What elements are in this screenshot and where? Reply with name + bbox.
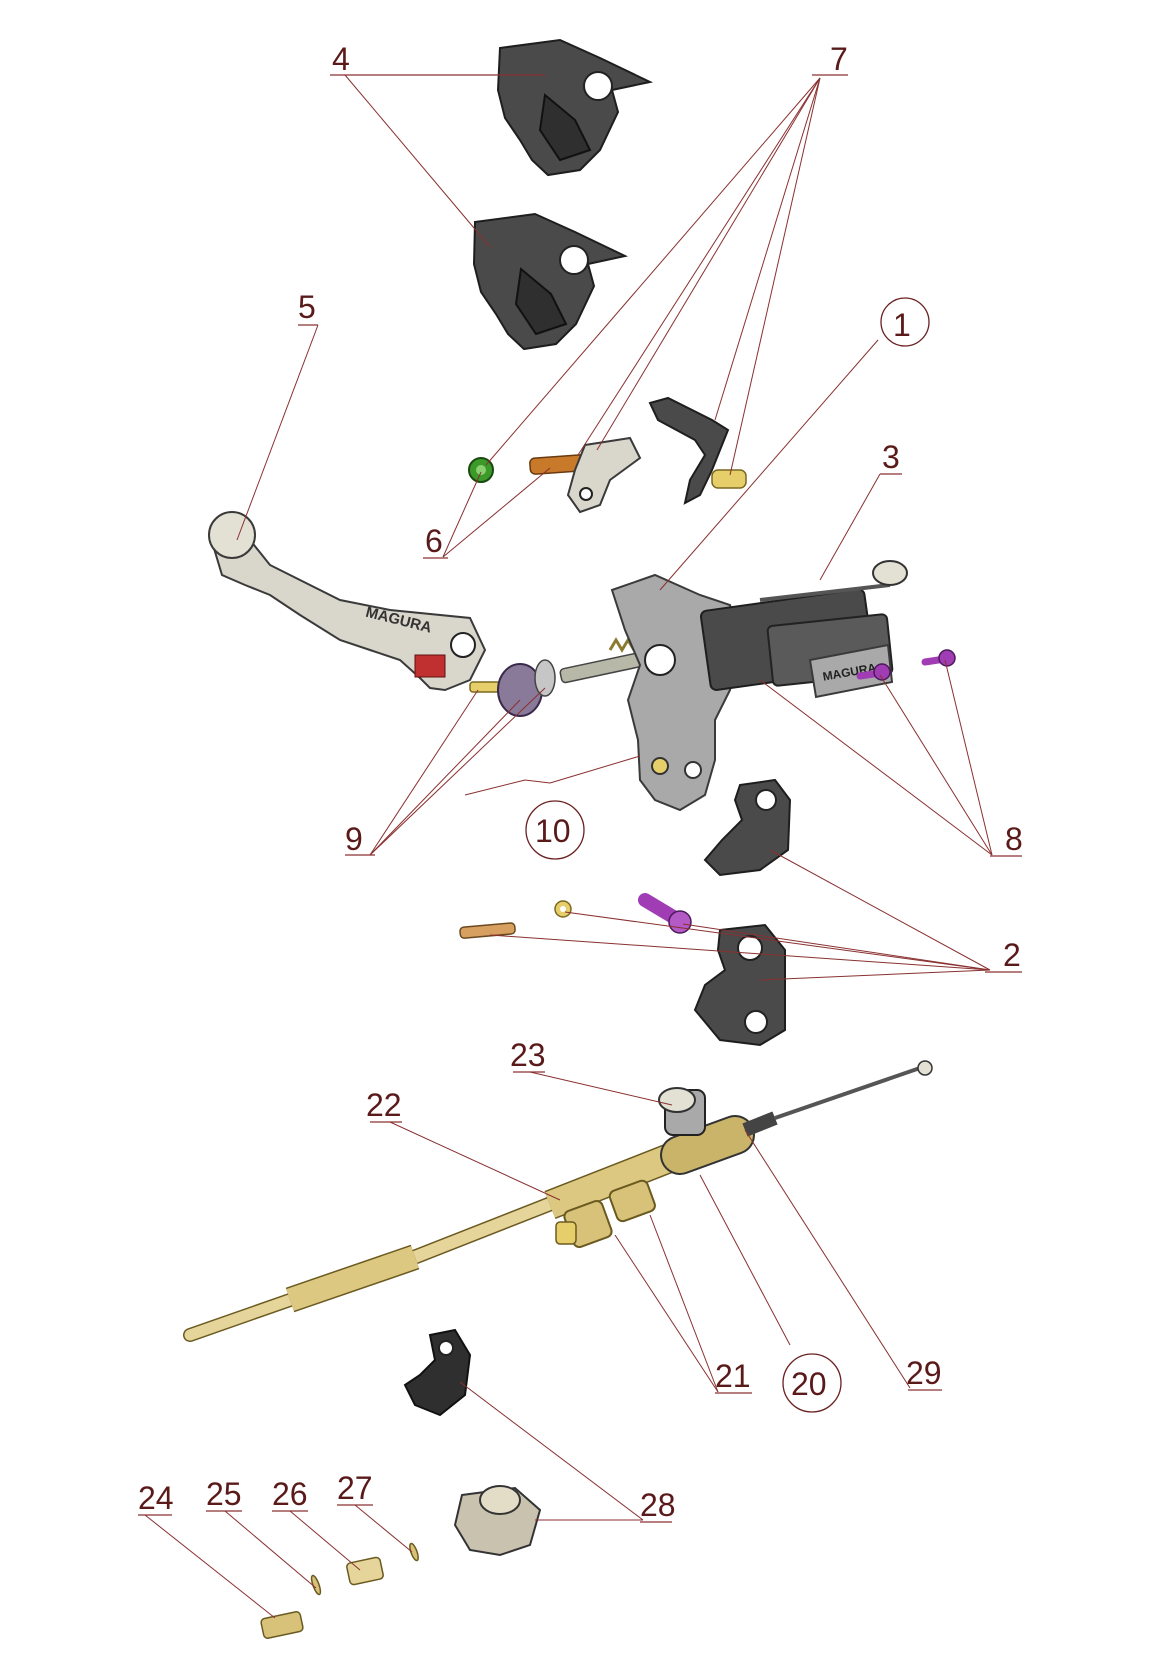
callout-6: 6 xyxy=(425,523,443,559)
callout-circle-1 xyxy=(880,297,930,347)
piston-assembly xyxy=(469,637,656,717)
callout-1: 1 xyxy=(893,307,911,343)
callout-10: 10 xyxy=(535,813,571,849)
callout-circle-20 xyxy=(782,1353,842,1413)
callout-8: 8 xyxy=(1005,821,1023,857)
callout-24: 24 xyxy=(138,1480,174,1516)
clamp-cover-lower xyxy=(472,212,629,351)
pushrod-tube xyxy=(183,1136,696,1342)
callout-25: 25 xyxy=(206,1476,242,1512)
callout-23: 23 xyxy=(510,1037,546,1073)
callout-2: 2 xyxy=(1003,937,1021,973)
callout-circle-10 xyxy=(525,800,585,860)
adjuster-assembly xyxy=(468,436,642,514)
clamp-cover-upper xyxy=(496,38,654,177)
cap-screws xyxy=(856,649,956,681)
callout-20: 20 xyxy=(791,1366,827,1402)
small-fittings xyxy=(260,1542,419,1639)
callout-29: 29 xyxy=(906,1355,942,1391)
adjuster-lever-piece xyxy=(648,396,747,505)
master-cylinder-body xyxy=(610,573,894,812)
callout-27: 27 xyxy=(337,1470,373,1506)
callout-22: 22 xyxy=(366,1087,402,1123)
handlebar-clamp xyxy=(459,778,792,1047)
callout-3: 3 xyxy=(882,439,900,475)
callout-26: 26 xyxy=(272,1476,308,1512)
callout-9: 9 xyxy=(345,821,363,857)
callout-5: 5 xyxy=(298,289,316,325)
callout-7: 7 xyxy=(830,41,848,77)
callout-21: 21 xyxy=(715,1358,751,1394)
callout-28: 28 xyxy=(640,1487,676,1523)
slave-cylinder xyxy=(555,1060,933,1249)
brake-lever: MAGURA xyxy=(208,511,487,692)
callout-4: 4 xyxy=(332,41,350,77)
lower-clamp xyxy=(403,1328,542,1557)
